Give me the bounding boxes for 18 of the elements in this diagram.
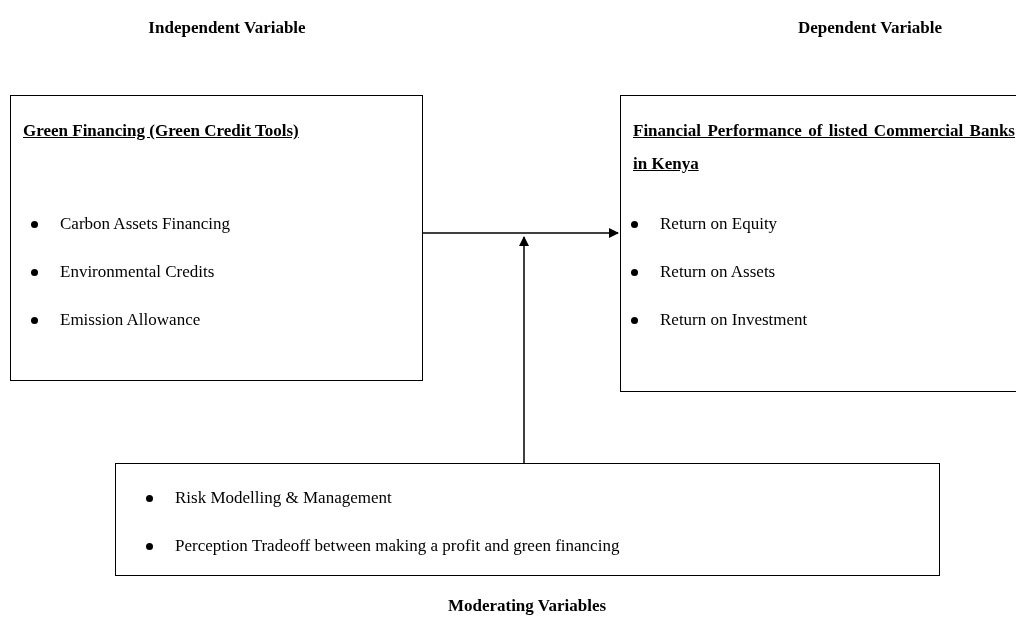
- variable-box: [620, 95, 1016, 392]
- bullet-text: Emission Allowance: [60, 310, 201, 329]
- variable-box: [115, 463, 940, 576]
- section-heading: Moderating Variables: [447, 596, 607, 616]
- bullet-text: Perception Tradeoff between making a profit and green financing: [175, 536, 620, 555]
- variable-box: [10, 95, 423, 381]
- bullet-text: Return on Investment: [660, 310, 808, 329]
- bullet-text: Environmental Credits: [60, 262, 215, 281]
- section-heading: Independent Variable: [148, 18, 306, 38]
- arrow: [519, 236, 529, 464]
- bullet-text: Return on Equity: [660, 214, 778, 233]
- arrow: [422, 228, 619, 238]
- box-heading: Green Financing (Green Credit Tools): [23, 120, 300, 142]
- bullet-text: Risk Modelling & Management: [175, 488, 392, 507]
- section-heading: Dependent Variable: [798, 18, 942, 38]
- box-heading: Financial Performance of listed Commercial Banks in Kenya: [633, 120, 1015, 175]
- bullet-text: Return on Assets: [660, 262, 776, 281]
- bullet-text: Carbon Assets Financing: [60, 214, 230, 233]
